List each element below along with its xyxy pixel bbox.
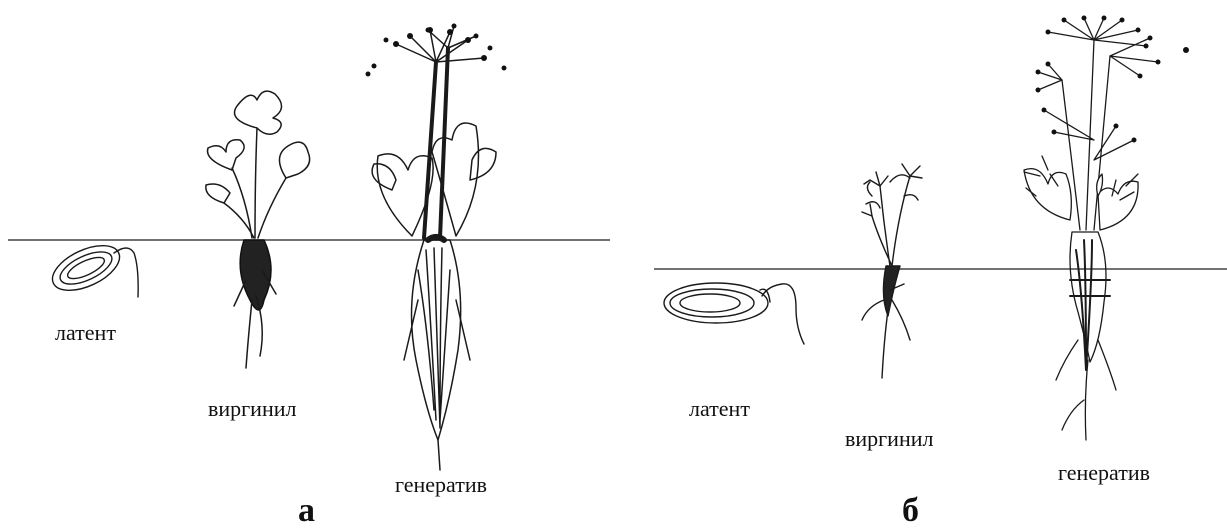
panel-b-virginile-plant [862,164,922,378]
panel-a-stage-generative-label: генератив [395,474,487,496]
panel-a-seed [46,236,138,299]
panel-a-generative-plant [366,24,507,471]
panel-b-generative-plant [1024,16,1189,441]
panel-a-stage-virginile-label: виргинил [208,398,296,420]
panel-a-drawing [8,24,610,471]
panel-b-stage-latent-label: латент [689,398,750,420]
panel-b-stage-generative-label: генератив [1058,462,1150,484]
panel-a-letter: а [298,494,315,528]
panel-b-drawing [654,16,1227,441]
panel-b-letter: б [902,494,919,528]
panel-a-virginile-plant [206,91,310,368]
panel-b-stage-virginile-label: виргинил [845,428,933,450]
panel-a-stage-latent-label: латент [55,322,116,344]
panel-b-seed [664,283,804,344]
